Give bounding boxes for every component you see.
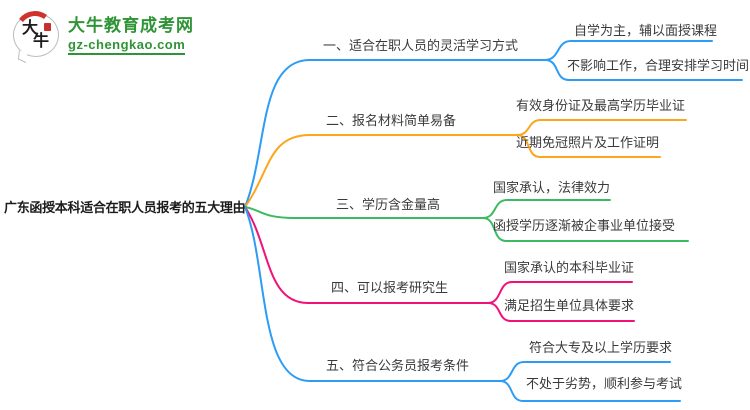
logo-title: 大牛教育成考网 (68, 15, 194, 35)
logo-text: 大牛教育成考网 gz-chengkao.com (68, 16, 194, 55)
branch-1-child-2: 不影响工作，合理安排学习时间 (567, 58, 750, 73)
root-node-label: 广东函授本科适合在职人员报考的五大理由 (4, 200, 246, 215)
branch-4-label: 四、可以报考研究生 (331, 280, 449, 295)
branch-2-child-1: 有效身份证及最高学历毕业证 (516, 98, 686, 113)
branch-3-child-2: 函授学历逐渐被企事业单位接受 (493, 218, 676, 233)
branch-4-child-2: 满足招生单位具体要求 (504, 298, 635, 313)
branch-5-connectors (244, 206, 681, 402)
branch-2-connectors (244, 119, 687, 208)
branch-5-child-2: 不处于劣势，顺利参与考试 (526, 376, 683, 391)
branch-1-connectors (244, 40, 743, 208)
logo-bubble-icon: 大 牛 (12, 8, 59, 64)
branch-4-child-1: 国家承认的本科毕业证 (504, 260, 635, 275)
branch-2-child-2: 近期免冠照片及工作证明 (516, 135, 660, 150)
branch-4-connectors (244, 206, 635, 322)
branch-3-connectors (244, 199, 689, 242)
branch-1-child-1: 自学为主，辅以面授课程 (574, 23, 718, 38)
site-logo[interactable]: 大 牛 大牛教育成考网 gz-chengkao.com (12, 8, 194, 64)
branch-3-child-1: 国家承认，法律效力 (493, 180, 611, 195)
logo-seal-icon (44, 23, 51, 31)
logo-url: gz-chengkao.com (68, 37, 186, 55)
branch-1-label: 一、适合在职人员的灵活学习方式 (323, 38, 519, 53)
branch-5-child-1: 符合大专及以上学历要求 (529, 340, 673, 355)
logo-character: 牛 (33, 33, 50, 50)
branch-2-label: 二、报名材料简单易备 (326, 113, 457, 128)
branch-5-label: 五、符合公务员报考条件 (326, 358, 470, 373)
branch-3-label: 三、学历含金量高 (336, 197, 441, 212)
logo-character: 大 (22, 20, 39, 37)
